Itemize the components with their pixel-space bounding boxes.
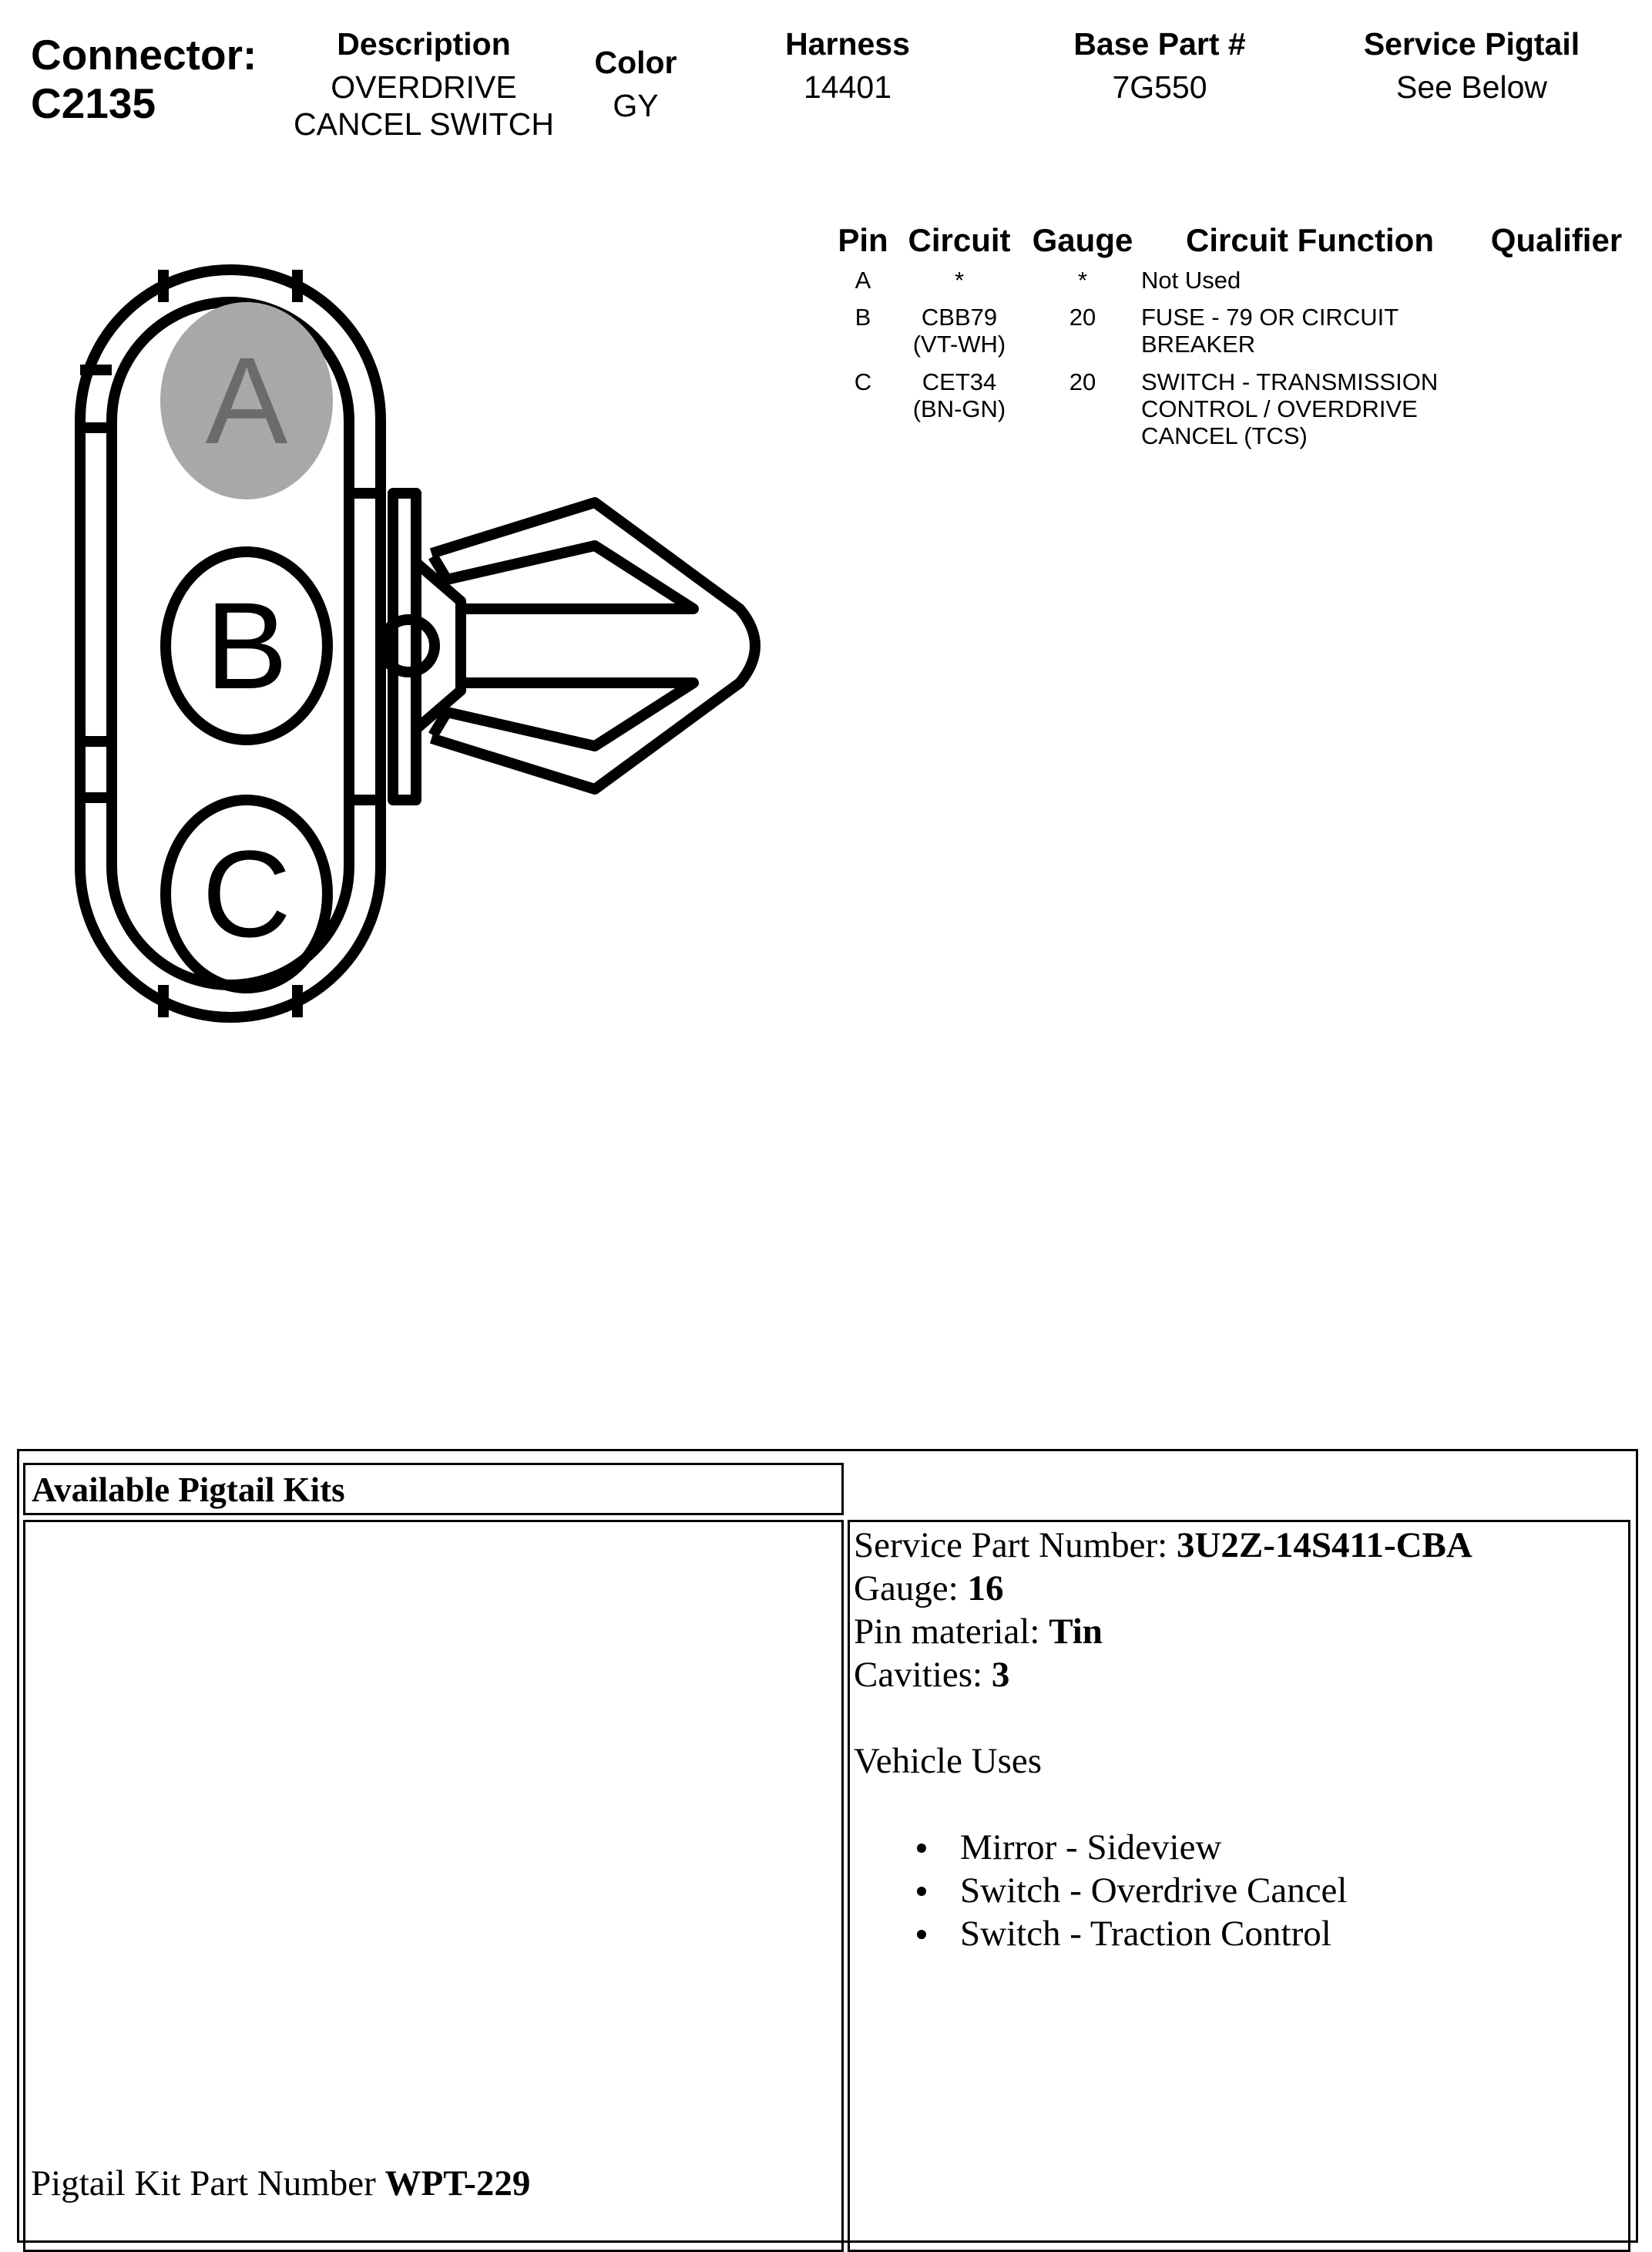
vehicle-uses-list: Mirror - Sideview Switch - Overdrive Can… [917,1826,1624,1955]
connector-id: C2135 [31,79,156,127]
list-item: Mirror - Sideview [917,1826,1624,1869]
clip-post [377,614,440,677]
list-item: Switch - Traction Control [917,1912,1624,1955]
circuit-color-cell: (VT-WH) [912,331,1006,358]
pigtail-kits-title: Available Pigtail Kits [32,1471,345,1509]
color-value: GY [613,88,659,123]
gauge-cell: * [1077,267,1088,294]
service-part-value: 3U2Z-14S411-CBA [1176,1525,1472,1565]
pigtail-kits-title-box: Available Pigtail Kits [23,1463,844,1515]
pigtail-kit-image-box: Pigtail Kit Part Number WPT-229 [23,1520,844,2252]
clip-barb-upper [428,540,699,614]
pigtail-kit-details: Service Part Number: 3U2Z-14S411-CBA Gau… [854,1524,1624,1955]
circuit-cell: CBB79 [921,304,998,331]
function-cell-line-2: BREAKER [1141,331,1256,358]
connector-diagram: A B C [75,264,761,1023]
cavities: Cavities: 3 [854,1655,1010,1695]
pin-material-value: Tin [1049,1612,1103,1652]
pin-b-cavity [160,546,333,745]
description-column: Description OVERDRIVE CANCEL SWITCH [285,26,562,143]
gauge-cell: 20 [1069,304,1096,331]
function-cell: FUSE - 79 OR CIRCUIT [1141,304,1399,331]
circuit-header: Circuit [908,222,1011,258]
pigtail-gauge-value: 16 [967,1568,1004,1608]
service-pigtail-value: See Below [1395,69,1547,105]
function-cell: SWITCH - TRANSMISSION [1141,368,1439,395]
pin-cell: C [854,368,872,395]
circuit-color-cell: (BN-GN) [912,395,1006,422]
function-cell-line-2: CONTROL / OVERDRIVE [1141,395,1418,422]
circuit-cell: * [954,267,965,294]
connector-heading: Connector: C2135 [31,31,257,128]
pin-b-label: B [206,576,288,714]
qualifier-header: Qualifier [1490,222,1623,258]
pin-header: Pin [838,222,888,258]
description-label: Description [337,26,511,62]
gauge-header: Gauge [1032,222,1133,258]
service-pigtail-label: Service Pigtail [1363,26,1580,62]
harness-value: 14401 [803,69,891,105]
clip-arrow-outline [429,497,761,795]
gauge-cell: 20 [1069,368,1096,395]
clip-neck [412,558,466,734]
description-line-1: OVERDRIVE [331,69,517,105]
pin-cell: B [855,304,871,331]
pin-material: Pin material: Tin [854,1612,1103,1652]
list-item: Switch - Overdrive Cancel [917,1869,1624,1912]
vehicle-uses-label: Vehicle Uses [854,1741,1043,1781]
pin-a-label: A [206,331,288,469]
clip-barb-lower [428,677,699,751]
base-part-column: Base Part # 7G550 [1032,26,1287,106]
base-part-label: Base Part # [1073,26,1246,62]
function-cell: Not Used [1141,267,1241,294]
pin-c-label: C [202,825,291,963]
harness-label: Harness [785,26,910,62]
pin-a-cavity [160,302,333,499]
pigtail-kit-details-box: Service Part Number: 3U2Z-14S411-CBA Gau… [848,1520,1630,2252]
kit-part-number: Pigtail Kit Part Number WPT-229 [31,2162,530,2205]
cavities-value: 3 [991,1655,1010,1695]
service-pigtail-column: Service Pigtail See Below [1325,26,1618,106]
harness-column: Harness 14401 [740,26,955,106]
color-label: Color [594,45,677,80]
kit-part-label: Pigtail Kit Part Number [31,2163,385,2203]
service-part-number: Service Part Number: 3U2Z-14S411-CBA [854,1525,1472,1565]
function-cell-line-3: CANCEL (TCS) [1141,422,1308,449]
pin-cell: A [855,267,871,294]
circuit-function-header: Circuit Function [1186,222,1434,258]
pin-c-cavity [160,795,333,993]
pigtail-gauge: Gauge: 16 [854,1568,1004,1608]
circuit-cell: CET34 [922,368,997,395]
description-line-2: CANCEL SWITCH [294,106,554,142]
base-part-value: 7G550 [1112,69,1207,105]
kit-part-value: WPT-229 [384,2163,531,2203]
color-column: Color GY [570,45,701,124]
connector-label: Connector: [31,31,257,79]
